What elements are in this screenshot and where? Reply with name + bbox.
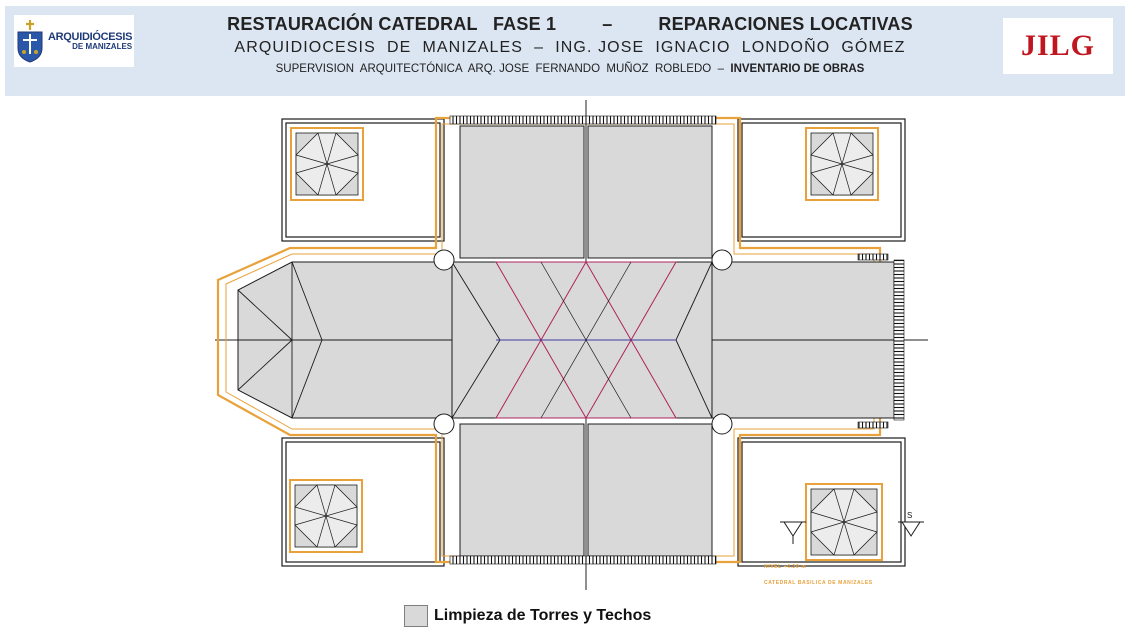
title-block: RESTAURACIÓN CATEDRAL FASE 1 – REPARACIONE…: [140, 14, 1000, 75]
crossing-star: [495, 260, 677, 420]
archdiocese-logo: ARQUIDIÓCESIS DE MANIZALES: [14, 15, 134, 67]
logo-text-line1: ARQUIDIÓCESIS: [48, 30, 133, 43]
level-label: NIVEL +4.20 m: [764, 564, 807, 570]
jilg-logo: JILG: [1003, 18, 1113, 74]
logo-text-line2: DE MANIZALES: [72, 41, 133, 51]
tower-sw: [289, 479, 363, 553]
crest-icon: [17, 20, 43, 63]
title-dash: –: [602, 14, 613, 34]
wall-outline: [216, 116, 882, 564]
section-mark-label: S: [907, 511, 912, 520]
page-subtitle: ARQUIDIOCESIS DE MANIZALES – ING. JOSE I…: [234, 39, 906, 56]
title-right: REPARACIONES LOCATIVAS: [658, 14, 913, 34]
section-markers: [780, 521, 924, 544]
tower-nw: [290, 127, 364, 201]
legend-swatch: [404, 605, 428, 627]
drawing-stamp: CATEDRAL BASILICA DE MANIZALES: [764, 580, 873, 586]
legend: Limpieza de Torres y Techos: [404, 605, 651, 627]
jilg-logo-text: JILG: [1020, 29, 1096, 62]
crossing-corner-circles: [433, 249, 733, 435]
page-title: RESTAURACIÓN CATEDRAL FASE 1 – REPARACIONE…: [140, 14, 1000, 35]
legend-label: Limpieza de Torres y Techos: [434, 607, 652, 624]
tower-se: [805, 483, 883, 561]
supervision-text: SUPERVISION ARQUITECTÓNICA ARQ. JOSE FER…: [275, 63, 731, 75]
header-banner: [5, 6, 1125, 96]
roof-ridges: [237, 126, 894, 556]
supervision-line: SUPERVISION ARQUITECTÓNICA ARQ. JOSE FER…: [140, 63, 1000, 75]
supervision-bold: INVENTARIO DE OBRAS: [730, 63, 865, 75]
title-left: RESTAURACIÓN CATEDRAL FASE 1: [227, 14, 557, 34]
balustrades: [449, 115, 905, 565]
tower-ne: [805, 127, 879, 201]
